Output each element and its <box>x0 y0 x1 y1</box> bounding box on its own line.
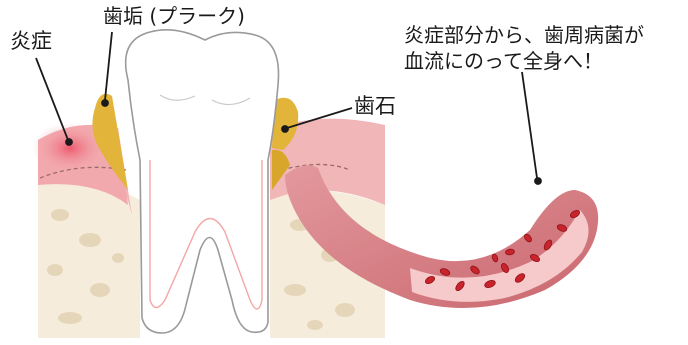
label-spread: 炎症部分から、歯周病菌が 血流にのって全身へ！ <box>404 22 644 74</box>
leader-inflammation-dot <box>66 139 72 145</box>
leader-spread-dot <box>535 178 541 184</box>
label-spread-line2: 血流にのって全身へ！ <box>404 48 644 74</box>
leader-tartar-dot <box>282 126 288 132</box>
label-tartar: 歯石 <box>354 96 396 117</box>
label-spread-line1: 炎症部分から、歯周病菌が <box>404 22 644 48</box>
leader-plaque <box>105 32 112 100</box>
leader-spread <box>522 72 537 178</box>
label-inflammation: 炎症 <box>10 31 52 52</box>
leader-plaque-dot <box>102 100 108 106</box>
tooth <box>126 30 279 333</box>
label-plaque: 歯垢 (プラーク) <box>103 6 245 26</box>
